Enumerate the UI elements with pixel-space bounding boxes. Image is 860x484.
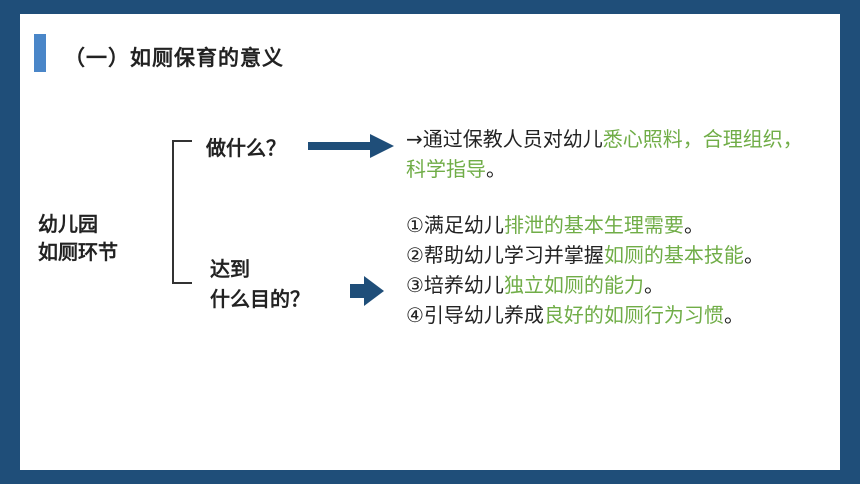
list-item-highlight: 如厕的基本技能 <box>603 243 744 267</box>
answer-what: →通过保教人员对幼儿悉心照料，合理组织，科学指导。 <box>406 124 806 184</box>
question-what: 做什么？ <box>206 136 286 160</box>
list-item-text: 。 <box>743 243 764 267</box>
list-item-highlight: 良好的如厕行为习惯 <box>543 303 724 327</box>
list-item-text: 。 <box>643 273 664 297</box>
answer-purpose-list: ①满足幼儿排泄的基本生理需要。 ②帮助幼儿学习并掌握如厕的基本技能。 ③培养幼儿… <box>406 210 816 330</box>
brace-bracket <box>172 140 192 284</box>
answer-what-part-4: 。 <box>486 157 506 181</box>
slide: （一）如厕保育的意义 幼儿园 如厕环节 做什么？ →通过保教人员对幼儿悉心照料，… <box>20 14 840 470</box>
list-item: ④引导幼儿养成良好的如厕行为习惯。 <box>406 300 816 330</box>
list-item-text: ①满足幼儿 <box>406 213 504 237</box>
list-item-text: ②帮助幼儿学习并掌握 <box>406 243 604 267</box>
root-label: 幼儿园 如厕环节 <box>38 210 118 266</box>
question-purpose: 达到 什么目的？ <box>210 254 310 314</box>
list-item-highlight: 排泄的基本生理需要 <box>503 213 684 237</box>
list-item-text: 。 <box>683 213 704 237</box>
list-item-text: 。 <box>723 303 744 327</box>
page-title: （一）如厕保育的意义 <box>64 46 284 70</box>
question-purpose-line-2: 什么目的？ <box>210 287 310 311</box>
answer-what-part-3: 合理组织，科学指导 <box>406 127 803 181</box>
list-item: ③培养幼儿独立如厕的能力。 <box>406 270 816 300</box>
answer-what-part-2: 悉心照料， <box>602 127 703 151</box>
accent-bar <box>34 34 46 72</box>
list-item: ②帮助幼儿学习并掌握如厕的基本技能。 <box>406 240 816 270</box>
answer-what-part-1: →通过保教人员对幼儿 <box>406 127 603 151</box>
list-item-text: ③培养幼儿 <box>406 273 504 297</box>
arrow-right-icon <box>308 134 394 158</box>
root-label-line-1: 幼儿园 <box>38 212 98 236</box>
list-item-highlight: 独立如厕的能力 <box>503 273 644 297</box>
question-purpose-line-1: 达到 <box>210 257 250 281</box>
arrow-right-icon <box>350 276 384 306</box>
root-label-line-2: 如厕环节 <box>38 240 118 264</box>
list-item: ①满足幼儿排泄的基本生理需要。 <box>406 210 816 240</box>
list-item-text: ④引导幼儿养成 <box>406 303 544 327</box>
